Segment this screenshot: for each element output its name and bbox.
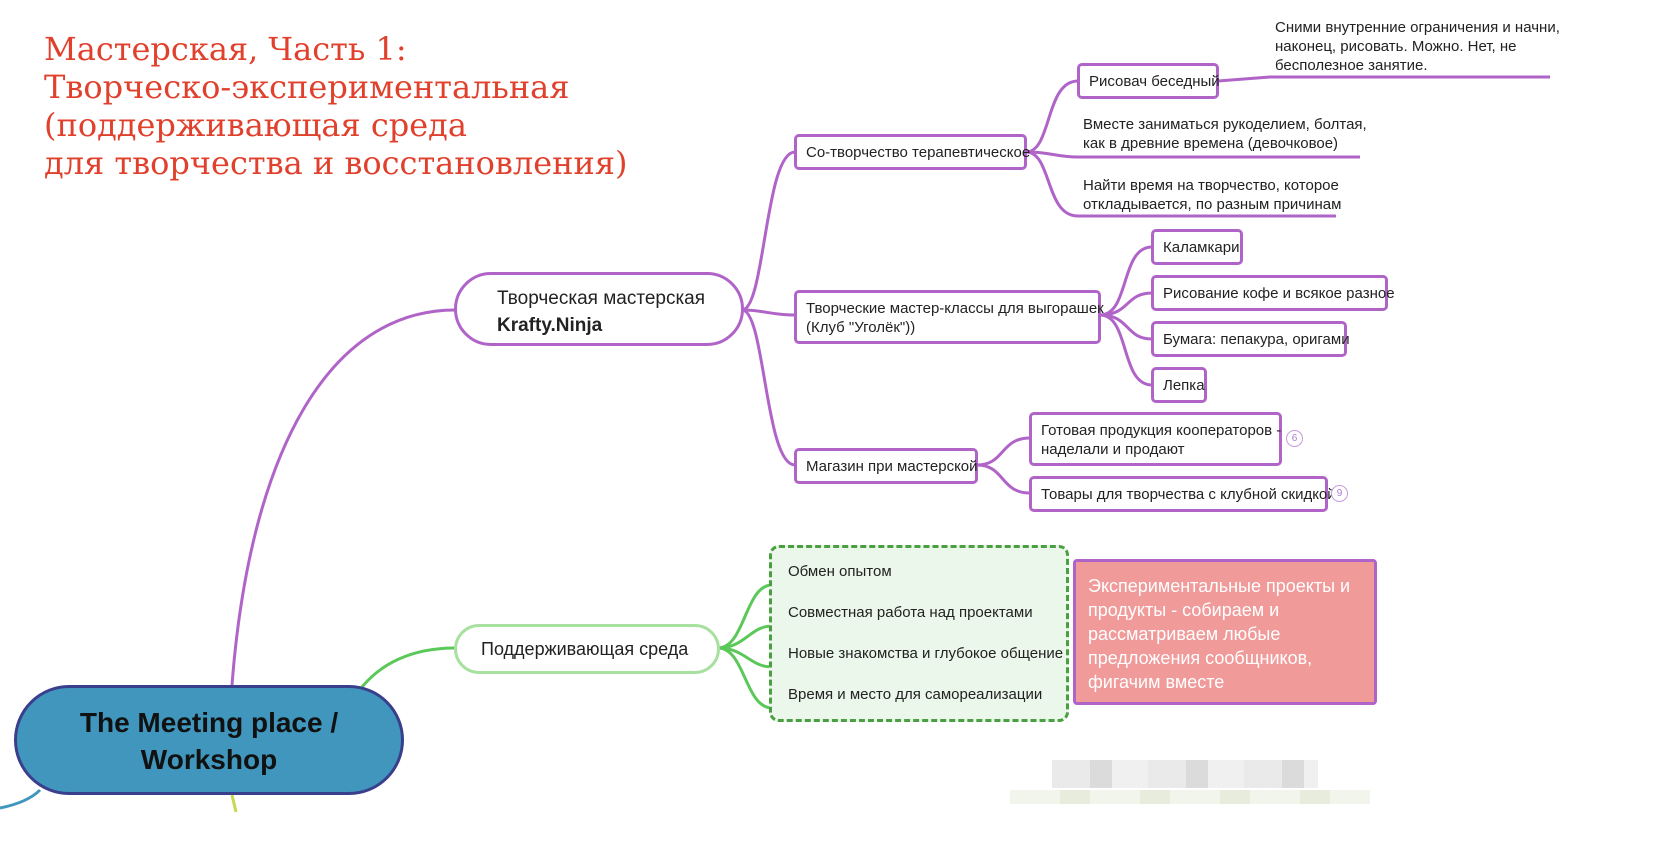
- edge-mc-lepka: [1099, 313, 1153, 387]
- supplies-count-badge[interactable]: 9: [1331, 485, 1348, 502]
- node-label: Со-творчество терапевтическое: [806, 144, 1031, 161]
- node-risovach[interactable]: Рисовач беседный: [1077, 63, 1220, 99]
- support-item-exchange[interactable]: Обмен опытом: [788, 563, 892, 580]
- node-label: Рисовач беседный: [1089, 73, 1220, 90]
- workshop-label-line2: Krafty.Ninja: [497, 315, 603, 336]
- edge-shop-supplies: [976, 463, 1031, 495]
- root-label-line2: Workshop: [140, 744, 278, 775]
- title-line: (поддерживающая среда: [44, 106, 467, 144]
- edge-mc-kalamkari: [1099, 245, 1153, 317]
- node-supplies[interactable]: Товары для творчества с клубной скидкой: [1029, 476, 1336, 512]
- blurred-content: [1010, 790, 1370, 804]
- title-line: для творчества и восстановления): [44, 144, 628, 182]
- workshop-label-line1: Творческая мастерская: [497, 288, 706, 309]
- support-item-joint-work[interactable]: Совместная работа над проектами: [788, 604, 1033, 621]
- edge-workshop-cocreation: [741, 150, 796, 312]
- title-line: Мастерская, Часть 1:: [44, 30, 407, 68]
- support-item-acquaintances[interactable]: Новые знакомства и глубокое общение: [788, 645, 1064, 662]
- node-cocreation[interactable]: Со-творчество терапевтическое: [794, 134, 1031, 170]
- edge-cocreation-risovach: [1025, 79, 1079, 154]
- mindmap-title: Мастерская, Часть 1: Творческо-экспериме…: [44, 30, 627, 182]
- edge-shop-products: [976, 436, 1031, 467]
- edge-root-workshop: [230, 308, 456, 686]
- root-node[interactable]: The Meeting place / Workshop: [14, 685, 404, 795]
- node-coffee-drawing[interactable]: Рисование кофе и всякое разное: [1151, 275, 1395, 311]
- edge-root-offscreen-blue: [0, 788, 42, 810]
- support-items-group: [769, 545, 1069, 722]
- risovach-note[interactable]: Сними внутренние ограничения и начни, на…: [1275, 19, 1560, 74]
- node-handcraft[interactable]: Вместе заниматься рукоделием, болтая, ка…: [1083, 116, 1367, 152]
- node-paper-crafts[interactable]: Бумага: пепакура, оригами: [1151, 321, 1350, 357]
- node-lepka[interactable]: Лепка: [1151, 367, 1207, 403]
- node-kalamkari[interactable]: Каламкари: [1151, 229, 1243, 265]
- edge-root-offscreen-yellow: [230, 794, 238, 813]
- edge-workshop-masterclasses: [741, 308, 796, 317]
- edge-support-item4: [717, 646, 773, 710]
- node-workshop[interactable]: Творческая мастерская Krafty.Ninja: [454, 272, 744, 346]
- root-label-line1: The Meeting place /: [79, 707, 339, 738]
- blurred-content: [1052, 760, 1318, 788]
- node-find-time[interactable]: Найти время на творчество, которое откла…: [1083, 177, 1342, 213]
- edge-risovach-note: [1217, 75, 1550, 83]
- experimental-projects-note[interactable]: Экспериментальные проекты и продукты - с…: [1073, 559, 1377, 705]
- support-item-self-realization[interactable]: Время и место для самореализации: [788, 686, 1043, 703]
- node-support[interactable]: Поддерживающая среда: [454, 624, 720, 674]
- edge-cocreation-time: [1025, 150, 1079, 218]
- node-masterclasses[interactable]: Творческие мастер-классы для выгорашек (…: [794, 290, 1104, 344]
- edge-root-support: [360, 646, 456, 688]
- products-count-badge[interactable]: 6: [1286, 430, 1303, 447]
- node-shop[interactable]: Магазин при мастерской: [794, 448, 978, 484]
- node-ready-products[interactable]: Готовая продукция кооператоров - наделал…: [1029, 412, 1282, 466]
- edge-workshop-shop: [741, 308, 796, 467]
- title-line: Творческо-экспериментальная: [44, 68, 570, 106]
